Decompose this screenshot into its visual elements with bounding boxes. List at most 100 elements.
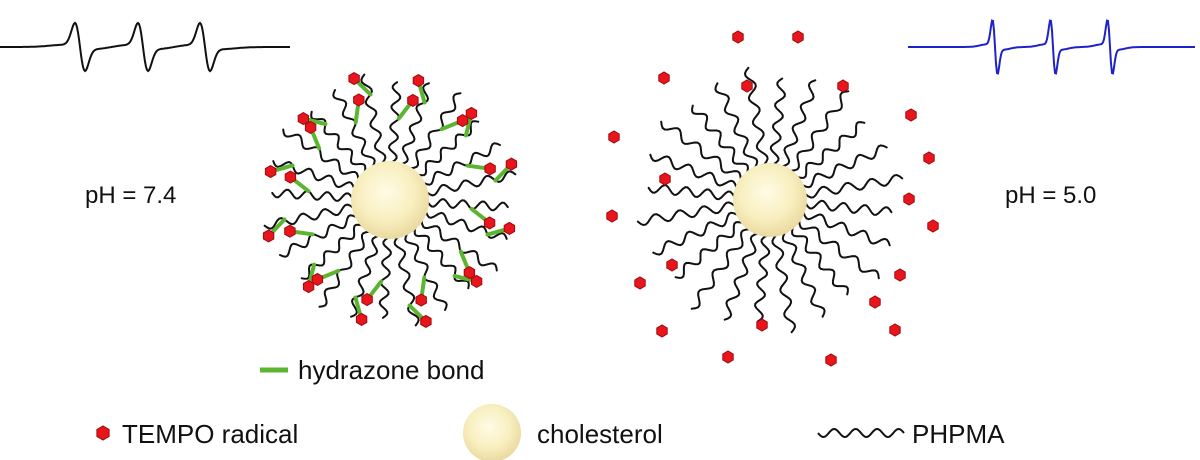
tempo-radical-bound: [412, 74, 425, 88]
tempo-radical-free: [666, 258, 678, 272]
tempo-radical-free: [659, 172, 671, 186]
phpma-chain: [425, 211, 508, 240]
phpma-chain: [332, 89, 376, 167]
phpma-chain: [318, 230, 371, 308]
tempo-radical-bound: [484, 162, 496, 176]
tempo-radical-free: [608, 130, 620, 144]
tempo-radical-free: [606, 209, 618, 223]
tempo-radical-free: [923, 151, 935, 165]
tempo-radical-bound: [407, 93, 419, 107]
phpma-chain: [790, 90, 850, 172]
phpma-chain: [649, 153, 738, 189]
epr-spectrum-ph-7-4: [0, 21, 290, 73]
phpma-chain: [743, 66, 769, 166]
tempo-radical-bound: [483, 216, 496, 230]
phpma-chain: [409, 92, 462, 170]
legend-cholesterol-icon: [463, 404, 521, 460]
tempo-radical-bound: [503, 221, 516, 235]
tempo-radical-free: [905, 108, 917, 122]
tempo-radical-free: [741, 79, 753, 93]
tempo-radical-bound: [353, 93, 365, 107]
phpma-chain: [771, 234, 797, 334]
phpma-chain: [378, 236, 392, 319]
tempo-radical-free: [869, 295, 881, 309]
phpma-chain: [279, 214, 357, 258]
tempo-radical-bound: [284, 224, 296, 238]
phpma-chain: [690, 228, 750, 310]
tempo-radical-free: [837, 79, 849, 93]
phpma-chain: [423, 142, 501, 186]
phpma-chain: [263, 203, 354, 230]
epr-spectrum-ph-5-0: [908, 19, 1195, 75]
tempo-radical-bound: [297, 112, 309, 126]
phpma-chain: [804, 199, 893, 216]
phpma-chain: [404, 233, 448, 311]
legend-cholesterol-label: cholesterol: [537, 419, 663, 449]
cholesterol-core-intact: [351, 161, 429, 239]
micelle-released: [606, 30, 939, 367]
tempo-radical-bound: [415, 293, 427, 307]
phpma-chain: [350, 235, 379, 318]
phpma-corona-intact: [263, 73, 517, 327]
phpma-corona-released: [636, 66, 904, 334]
phpma-chain: [271, 188, 354, 202]
phpma-chain: [420, 219, 498, 272]
tempo-bound-group: [262, 72, 518, 328]
tempo-radical-free: [889, 323, 901, 337]
legend-phpma-label: PHPMA: [912, 419, 1005, 449]
tempo-radical-bound: [361, 293, 373, 307]
tempo-radical-bound: [463, 266, 476, 280]
phpma-chain: [802, 211, 891, 247]
phpma-chain: [674, 221, 744, 279]
phpma-chain: [754, 234, 771, 323]
phpma-chain: [691, 104, 749, 174]
tempo-radical-free: [658, 71, 670, 85]
ph-label-acidic: pH = 5.0: [1005, 182, 1096, 209]
phpma-chain: [723, 232, 759, 321]
legend-phpma-icon: [817, 427, 905, 439]
phpma-chain: [360, 73, 387, 164]
tempo-radical-bound: [284, 170, 297, 184]
ph-label-neutral: pH = 7.4: [85, 182, 176, 209]
phpma-chain: [426, 170, 517, 197]
micelle-intact: [262, 72, 518, 328]
tempo-radical-icon: [96, 425, 110, 441]
phpma-chain: [781, 231, 826, 318]
phpma-chain: [426, 198, 509, 212]
phpma-chain: [647, 184, 736, 201]
phpma-chain: [272, 160, 355, 189]
tempo-radical-free: [903, 192, 915, 206]
phpma-chain: [388, 81, 402, 164]
tempo-radical-bound: [420, 314, 432, 328]
tempo-radical-free: [825, 353, 837, 367]
phpma-chain: [801, 144, 888, 189]
tempo-radical-bound: [348, 72, 360, 86]
tempo-radical-bound: [304, 120, 317, 134]
phpma-chain: [791, 226, 849, 296]
tempo-radical-bound: [505, 157, 518, 171]
phpma-chain: [413, 227, 470, 290]
tempo-free-group: [606, 30, 939, 367]
tempo-radical-free: [722, 350, 734, 364]
cholesterol-core-released: [733, 163, 807, 237]
phpma-chain: [401, 82, 430, 165]
phpma-chain: [417, 120, 480, 177]
tempo-radical-bound: [262, 229, 275, 243]
phpma-chain: [282, 128, 360, 181]
phpma-chain: [798, 220, 880, 280]
legend-hydrazone-label: hydrazone bond: [298, 355, 484, 385]
tempo-radical-bound: [264, 165, 277, 179]
tempo-radical-free: [894, 268, 906, 282]
tempo-radical-bound: [355, 312, 368, 326]
phpma-chain: [393, 236, 420, 327]
phpma-chain: [769, 77, 786, 166]
tempo-radical-free: [656, 324, 668, 338]
phpma-chain: [796, 121, 866, 179]
legend-tempo-label: TEMPO radical: [122, 419, 298, 449]
tempo-radical-free: [732, 30, 744, 44]
phpma-chain: [660, 120, 742, 180]
phpma-chain: [652, 211, 739, 256]
phpma-chain: [804, 173, 904, 199]
